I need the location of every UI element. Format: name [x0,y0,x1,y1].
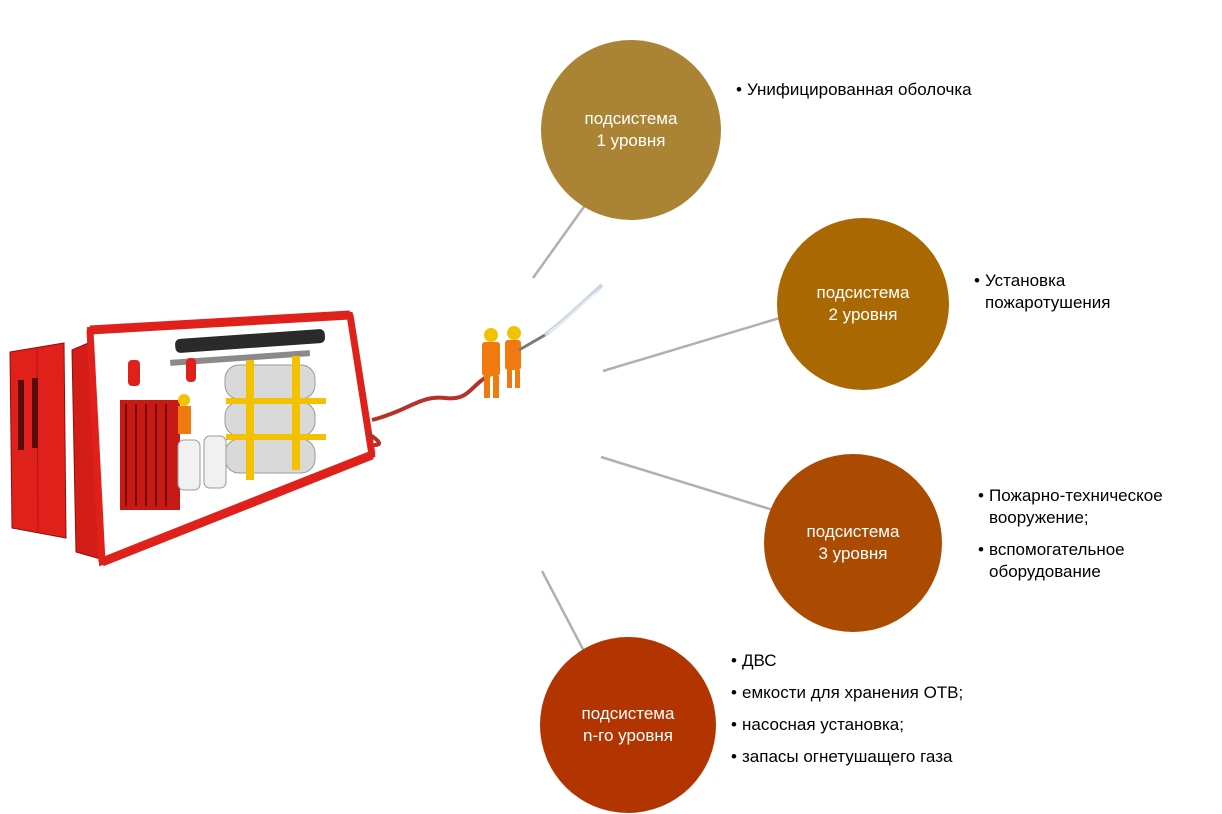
level-n-item: запасы огнетушащего газа [731,746,1001,768]
level-3-title-line1: подсистема [806,522,900,541]
level-2-items: Установка пожаротушения [974,270,1194,324]
level-n-title-line2: n-го уровня [583,726,673,745]
level-1-title-line2: 1 уровня [596,131,666,150]
level-3-items: Пожарно-техническое вооружение; вспомога… [978,485,1222,593]
level-1-item: Унифицированная оболочка [736,79,976,101]
level-n-items: ДВС емкости для хранения ОТВ; насосная у… [731,650,1001,778]
fire-container-illustration [9,283,604,567]
level-n-title-line1: подсистема [581,704,675,723]
level-n-item: емкости для хранения ОТВ; [731,682,1001,704]
level-1-title-line1: подсистема [584,109,678,128]
connector-level-2 [602,315,784,373]
level-n-circle: подсистема n-го уровня [540,637,716,813]
level-2-title-line2: 2 уровня [828,305,898,324]
level-2-item: Установка пожаротушения [974,270,1194,314]
level-1-circle: подсистема 1 уровня [541,40,721,220]
level-n-item: насосная установка; [731,714,1001,736]
level-3-item: Пожарно-техническое вооружение; [978,485,1222,529]
level-3-title-line2: 3 уровня [818,544,888,563]
level-2-title-line1: подсистема [816,283,910,302]
level-n-item: ДВС [731,650,1001,672]
level-3-circle: подсистема 3 уровня [764,454,942,632]
level-2-circle: подсистема 2 уровня [777,218,949,390]
connector-level-3 [600,455,787,516]
level-1-items: Унифицированная оболочка [736,79,976,111]
level-3-item: вспомогательное оборудование [978,539,1222,583]
connector-level-n [540,570,588,656]
